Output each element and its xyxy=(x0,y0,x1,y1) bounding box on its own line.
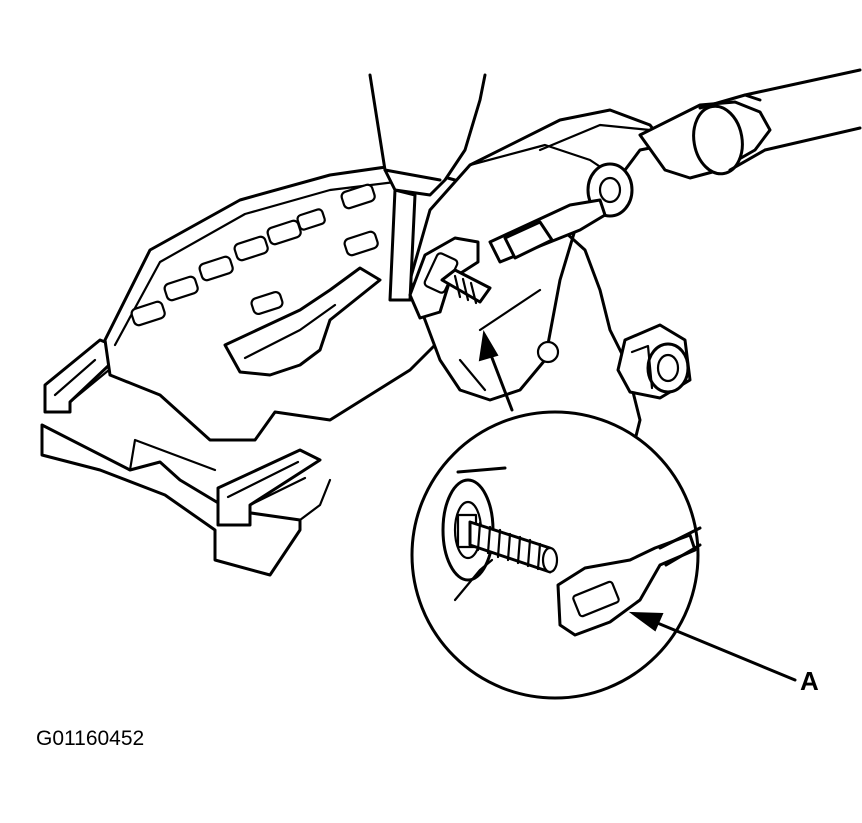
gate-slot xyxy=(163,275,199,302)
shift-lever xyxy=(368,73,487,302)
gate-slot xyxy=(233,235,269,262)
callout-a-leader xyxy=(628,611,797,682)
detail-magnifier xyxy=(410,410,702,700)
gate-slot xyxy=(198,255,234,282)
cable-end-clip xyxy=(408,236,492,320)
gate-slot xyxy=(130,300,166,327)
magnify-arrow xyxy=(478,330,514,412)
callout-label-a: A xyxy=(800,666,819,696)
base-bracket xyxy=(40,338,332,577)
mounting-nut xyxy=(616,323,692,400)
gate-slot xyxy=(343,230,379,257)
gate-slot xyxy=(340,183,376,210)
figure-id: G01160452 xyxy=(36,727,145,750)
gate-slot xyxy=(296,208,326,231)
shift-cable xyxy=(488,68,862,264)
gate-slot xyxy=(250,290,284,316)
